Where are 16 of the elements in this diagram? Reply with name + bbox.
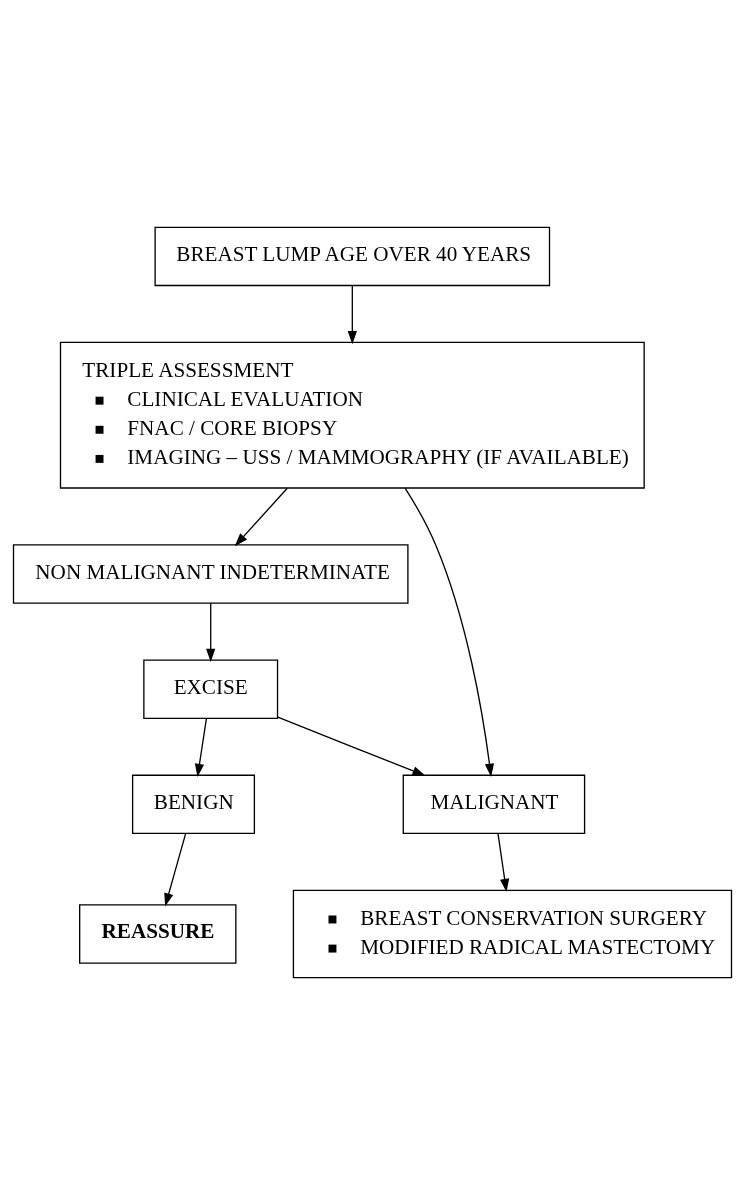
node-box: EXCISE [143,658,279,719]
node-box: BREAST CONSERVATION SURGERY MODIFIED RADICAL MASTECTOMY [292,889,733,978]
arrow [497,832,510,892]
arrow [234,487,288,546]
arrow [404,486,495,777]
node-box: REASSURE [79,903,237,964]
arrow [206,602,216,662]
node-box: MALIGNANT [402,774,586,834]
node-box: NON MALIGNANT INDETERMINATE [12,543,409,604]
node-box: BENIGN [131,774,256,834]
node-box: TRIPLE ASSESSMENT CLINICAL EVALUATION FNAC / CORE BIOPSY IMAGING – USS / MAMMOGRAPHY (IF AVAILABLE) [59,341,645,489]
arrow [164,832,187,906]
node-box: BREAST LUMP AGE OVER 40 YEARS [154,226,551,286]
arrow [347,284,357,344]
arrow [194,717,208,777]
arrow [277,716,426,776]
